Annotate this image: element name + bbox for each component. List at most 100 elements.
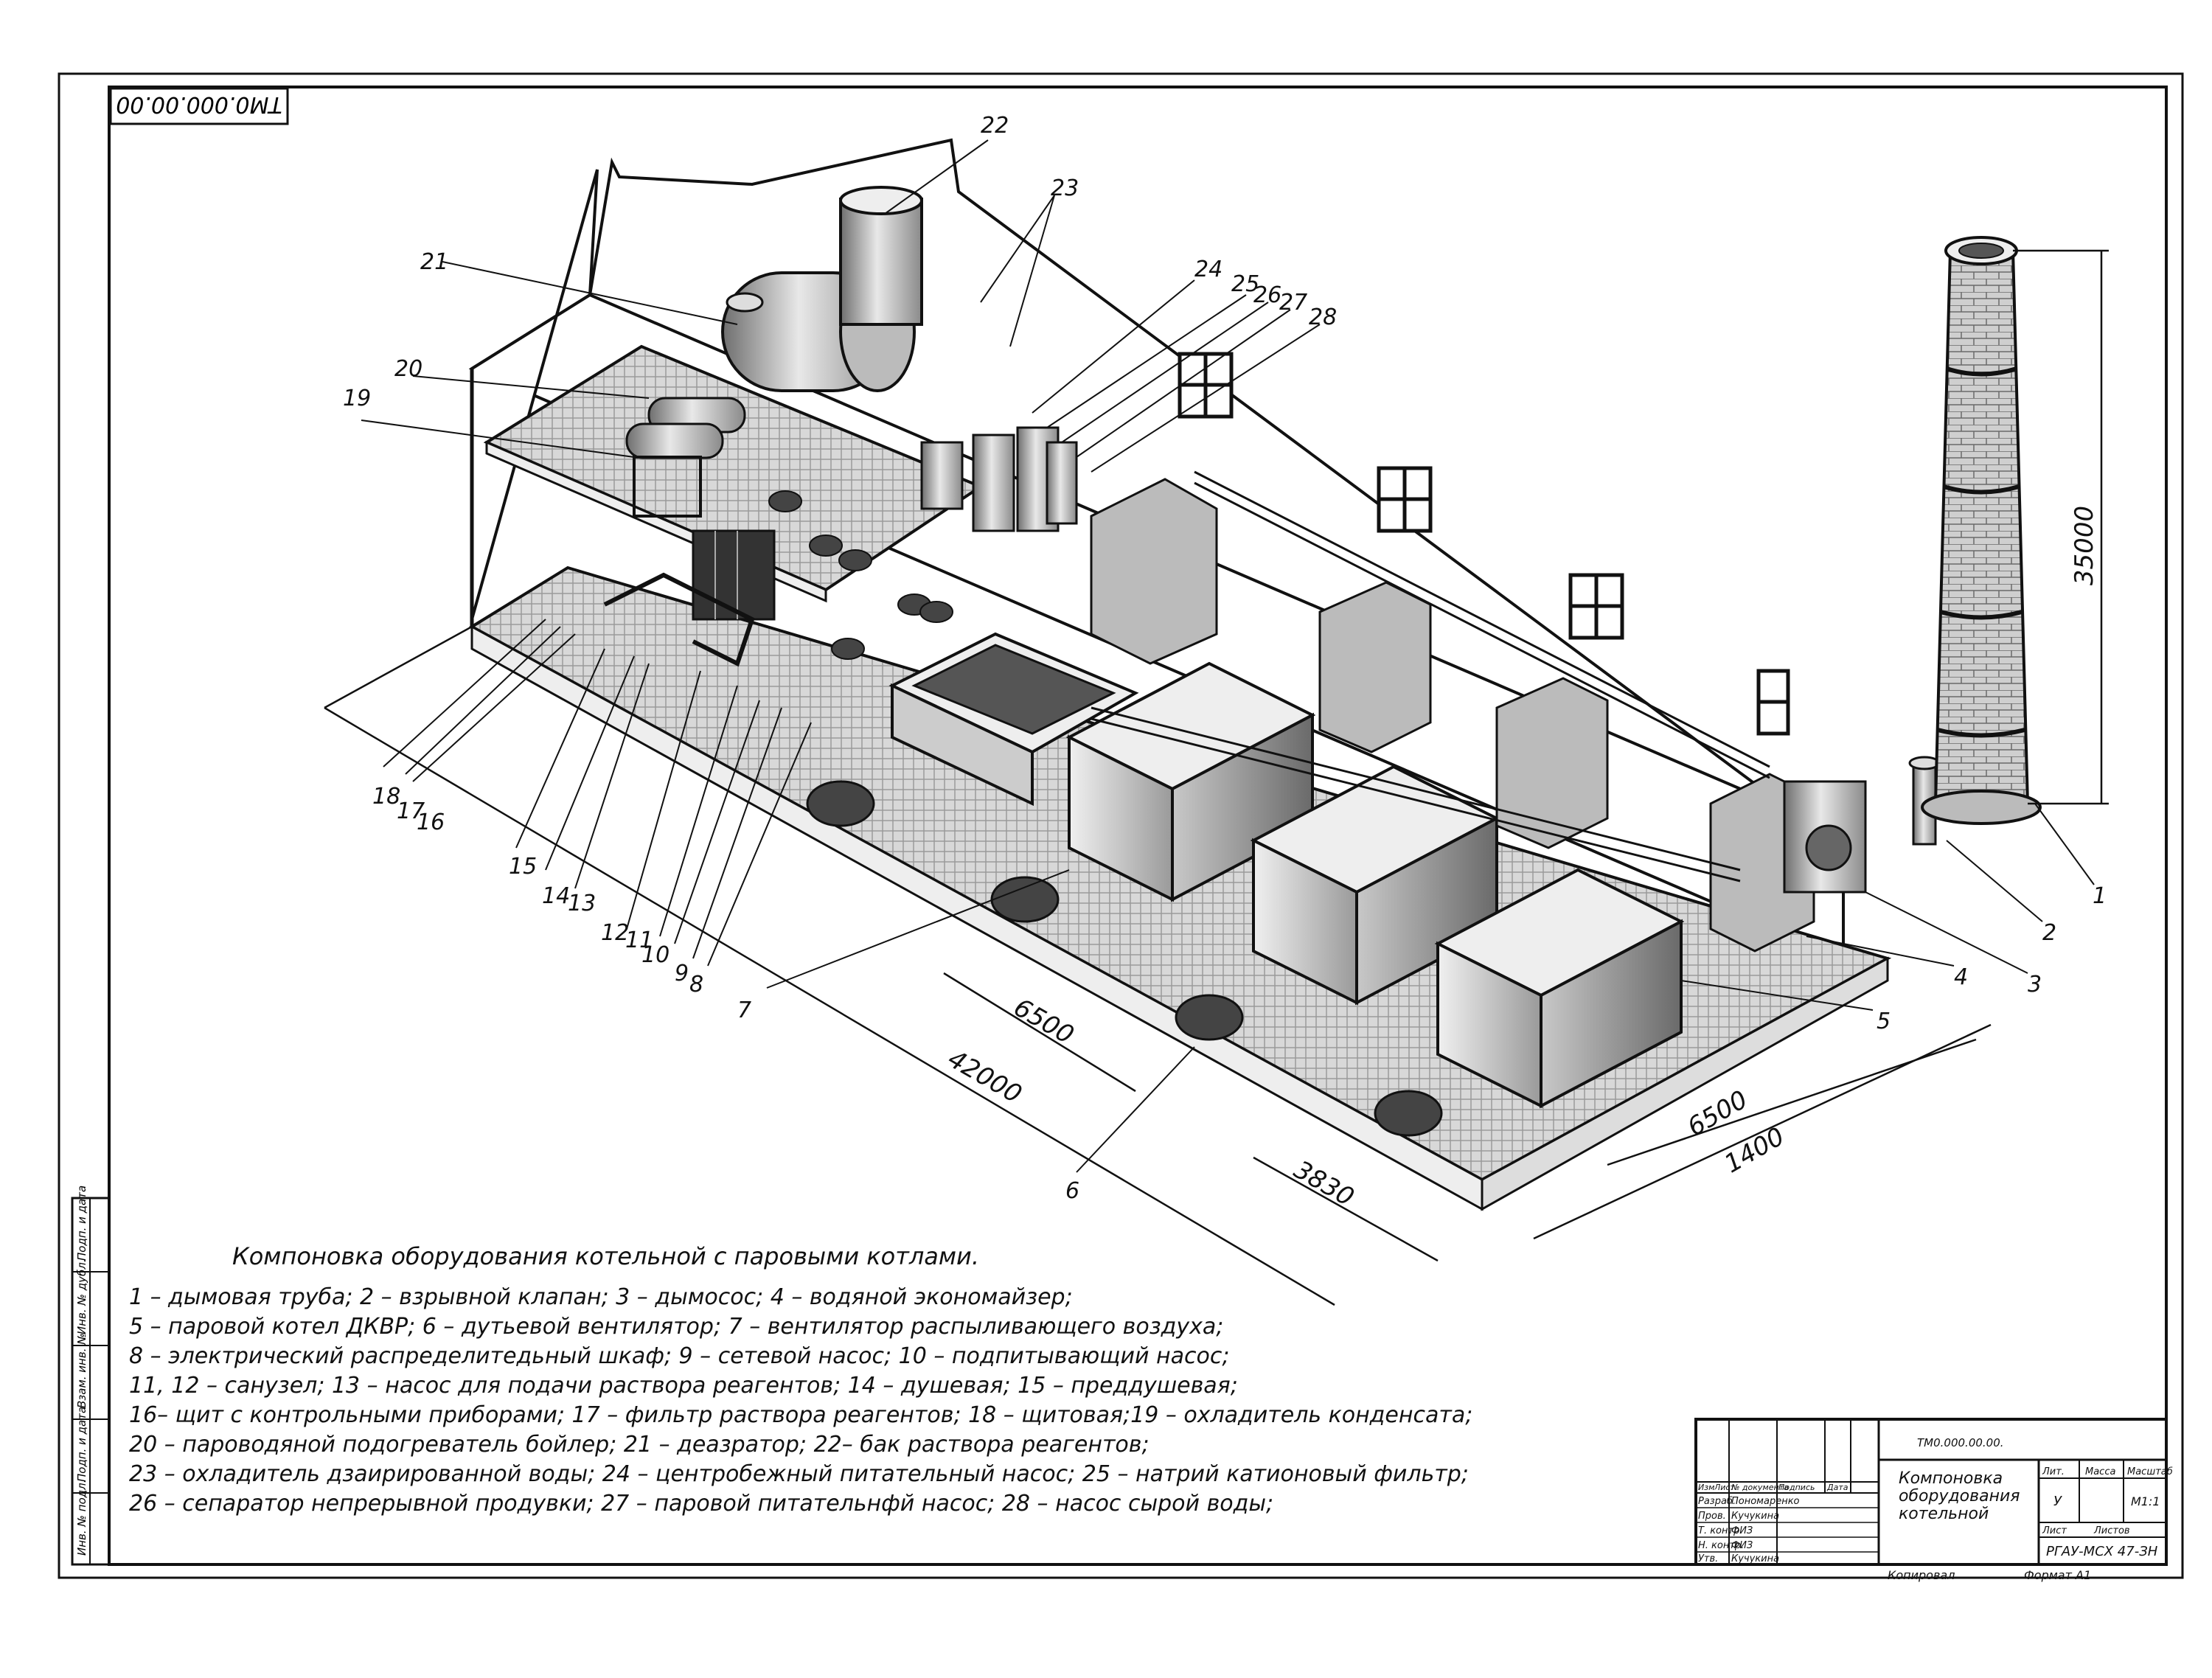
tb-role-2: Пров.: [1698, 1511, 1726, 1522]
tb-role-4: Н. контр.: [1698, 1540, 1744, 1551]
callout-4: 4: [1954, 964, 1968, 990]
callout-26: 26: [1253, 282, 1281, 308]
callout-numbers: 1 2 3 4 5 6 7 8 9 10 11 12 13 14 15 16 1…: [343, 113, 2107, 1204]
tb-person-3: ФИЗ: [1731, 1525, 1753, 1536]
dim-span-b: 6500: [1683, 1085, 1753, 1143]
side-stamp-2: Подп. и дата: [75, 1407, 88, 1482]
chimney: [1921, 236, 2042, 825]
callout-6: 6: [1065, 1178, 1079, 1204]
title-block: [1694, 1418, 2168, 1566]
callout-13: 13: [568, 891, 596, 916]
callout-23: 23: [1051, 175, 1079, 201]
legend-line-7: 23 – охладитель дзаирированной воды; 24 …: [129, 1461, 1469, 1487]
tb-row-doc: № документа: [1731, 1483, 1789, 1492]
dim-span-c: 3830: [1289, 1155, 1359, 1213]
callout-24: 24: [1194, 257, 1222, 282]
tb-col-scale: Масштаб: [2127, 1466, 2173, 1477]
tb-col-lit: Лит.: [2042, 1466, 2065, 1477]
callout-21: 21: [420, 249, 448, 275]
tb-role-5: Утв.: [1698, 1553, 1718, 1564]
callout-leaders: [361, 139, 2095, 1173]
callout-3: 3: [2028, 972, 2042, 998]
tb-name-2: оборудования: [1899, 1487, 2020, 1505]
window-4: [1756, 669, 1790, 736]
callout-2: 2: [2042, 920, 2056, 946]
window-1: [1178, 352, 1234, 419]
tb-org: РГАУ-МСХ 47-ЗН: [2046, 1544, 2158, 1559]
callout-16: 16: [417, 810, 445, 835]
boiler-3: [1434, 868, 1685, 1109]
callout-8: 8: [689, 972, 703, 998]
dim-chimney-height: 35000: [2070, 506, 2099, 585]
callout-10: 10: [641, 942, 669, 968]
tb-name-3: котельной: [1899, 1505, 1989, 1523]
economizer-7: [888, 632, 1139, 807]
heat-exchangers: [625, 397, 746, 518]
callout-5: 5: [1877, 1009, 1891, 1034]
legend-line-5: 16– щит с контрольными приборами; 17 – ф…: [129, 1402, 1473, 1428]
tb-role-1: Разраб.: [1698, 1496, 1736, 1507]
tb-person-4: ФИЗ: [1731, 1540, 1753, 1551]
callout-7: 7: [737, 998, 751, 1023]
tb-row-list: Лист: [1714, 1483, 1735, 1492]
tb-row-date: Дата: [1826, 1483, 1848, 1492]
callout-15: 15: [509, 854, 537, 880]
tb-person-5: Кучукина: [1731, 1553, 1779, 1564]
sanitary-partitions: [603, 572, 755, 667]
electrical-cabinets: [692, 529, 776, 621]
legend-title: Компоновка оборудования котельной с паро…: [232, 1242, 980, 1270]
legend-line-2: 5 – паровой котел ДКВР; 6 – дутьевой вен…: [129, 1314, 1224, 1340]
legend-line-4: 11, 12 – санузел; 13 – насос для подачи …: [129, 1373, 1238, 1399]
economizers-4: [1090, 478, 1815, 953]
floor-right-edge: [1481, 956, 1889, 1211]
outer-frame: [58, 72, 2184, 1579]
callout-18: 18: [372, 784, 400, 810]
callout-27: 27: [1279, 290, 1307, 316]
callout-20: 20: [394, 356, 422, 382]
callout-14: 14: [542, 883, 570, 909]
filter-columns: [920, 426, 1078, 532]
tb-row-izm: Изм: [1698, 1483, 1714, 1492]
smoke-exhauster: [1783, 780, 1867, 894]
callout-28: 28: [1309, 304, 1337, 330]
tb-code: ТМ0.000.00.00.: [1917, 1436, 2004, 1449]
side-stamp-3: Взам. инв. №: [75, 1333, 88, 1408]
tb-col-sheet: Лист: [2042, 1525, 2067, 1536]
legend-line-1: 1 – дымовая труба; 2 – взрывной клапан; …: [129, 1284, 1073, 1310]
legend: 1 – дымовая труба; 2 – взрывной клапан; …: [129, 1283, 1567, 1519]
callout-9: 9: [675, 961, 689, 986]
tb-person-2: Кучукина: [1731, 1511, 1779, 1522]
callout-1: 1: [2093, 883, 2107, 909]
inner-frame: [108, 86, 2168, 1566]
callout-12: 12: [601, 920, 629, 946]
callout-25: 25: [1231, 271, 1259, 297]
dim-length-total: 42000: [943, 1044, 1027, 1110]
top-code-box: ТМ0.000.00.00: [109, 87, 289, 125]
flue-ducts: [1091, 470, 1770, 882]
title-block-text: ТМ0.000.00.00. Компоновка оборудования к…: [1698, 1436, 2173, 1582]
back-wall-top: [588, 138, 1823, 835]
tb-person-1: Пономаренко: [1731, 1496, 1800, 1507]
tb-copied: Копировал: [1888, 1568, 1955, 1582]
callout-11: 11: [625, 927, 653, 953]
legend-line-8: 26 – сепаратор непрерывной продувки; 27 …: [129, 1491, 1274, 1517]
legend-line-6: 20 – пароводяной подогреватель бойлер; 2…: [129, 1432, 1150, 1458]
dim-span-d: 1400: [1719, 1122, 1790, 1180]
blower-fans: [806, 780, 1443, 1137]
tb-col-sheets: Листов: [2093, 1525, 2130, 1536]
callout-19: 19: [343, 386, 371, 411]
callout-22: 22: [981, 113, 1009, 139]
reagent-tank: [839, 186, 923, 326]
tb-row-sign: Подпись: [1778, 1483, 1815, 1492]
boiler-2: [1250, 765, 1500, 1006]
pump-group: [768, 490, 953, 660]
side-stamp-5: Подп. и дата: [75, 1186, 88, 1261]
side-stamp-1: Инв. № подл.: [75, 1480, 88, 1556]
top-code-text: ТМ0.000.00.00: [116, 91, 282, 117]
tb-scale: М1:1: [2131, 1494, 2160, 1508]
tb-role-3: Т. контр.: [1698, 1525, 1742, 1536]
window-2: [1377, 466, 1433, 533]
legend-line-3: 8 – электрический распределитедьный шкаф…: [129, 1343, 1230, 1369]
tb-format: Формат А1: [2024, 1568, 2091, 1582]
